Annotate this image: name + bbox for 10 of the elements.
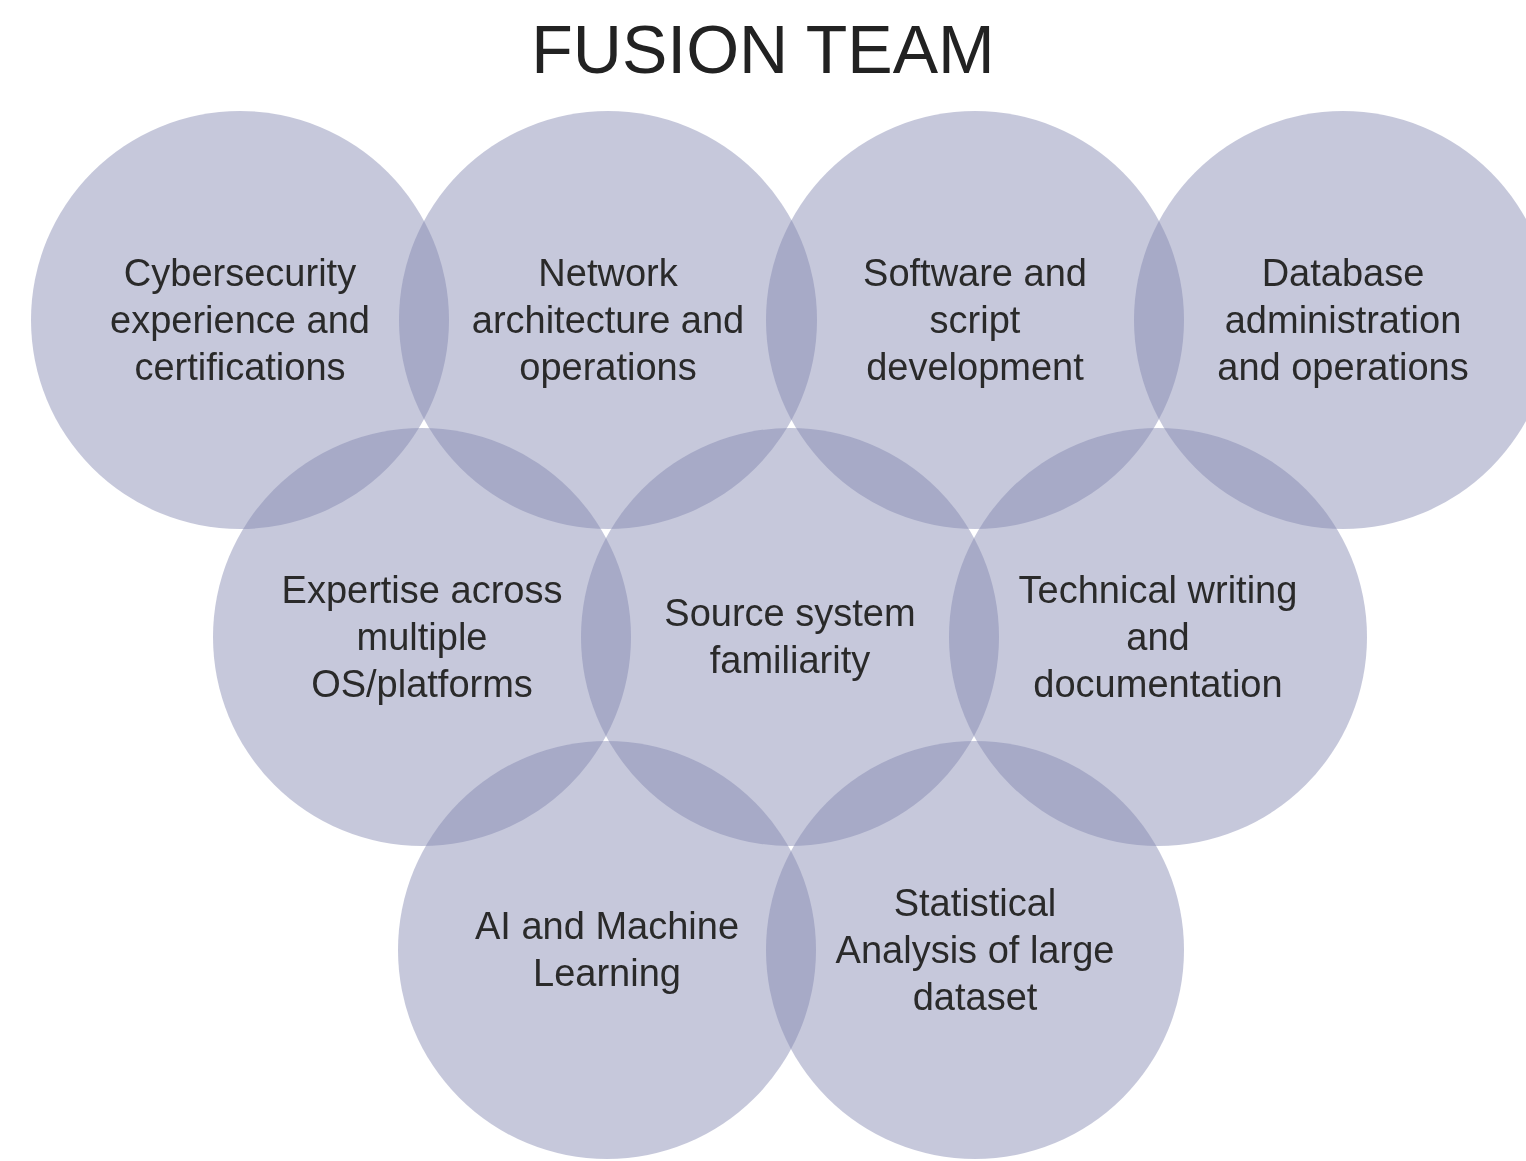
skill-label: Software and script development [862,250,1088,390]
skill-label: Database administration and operations [1216,250,1470,390]
skill-label: AI and Machine Learning [473,904,741,996]
skill-label: Network architecture and operations [470,250,746,390]
skill-label: Cybersecurity experience and certifications [109,250,371,390]
skill-label: Expertise across multiple OS/platforms [280,567,564,707]
skill-label: Technical writing and documentation [1017,567,1299,707]
title: FUSION TEAM [531,10,995,88]
skill-label: Source system familiarity [663,591,917,683]
skill-label: Statistical Analysis of large dataset [834,880,1116,1020]
